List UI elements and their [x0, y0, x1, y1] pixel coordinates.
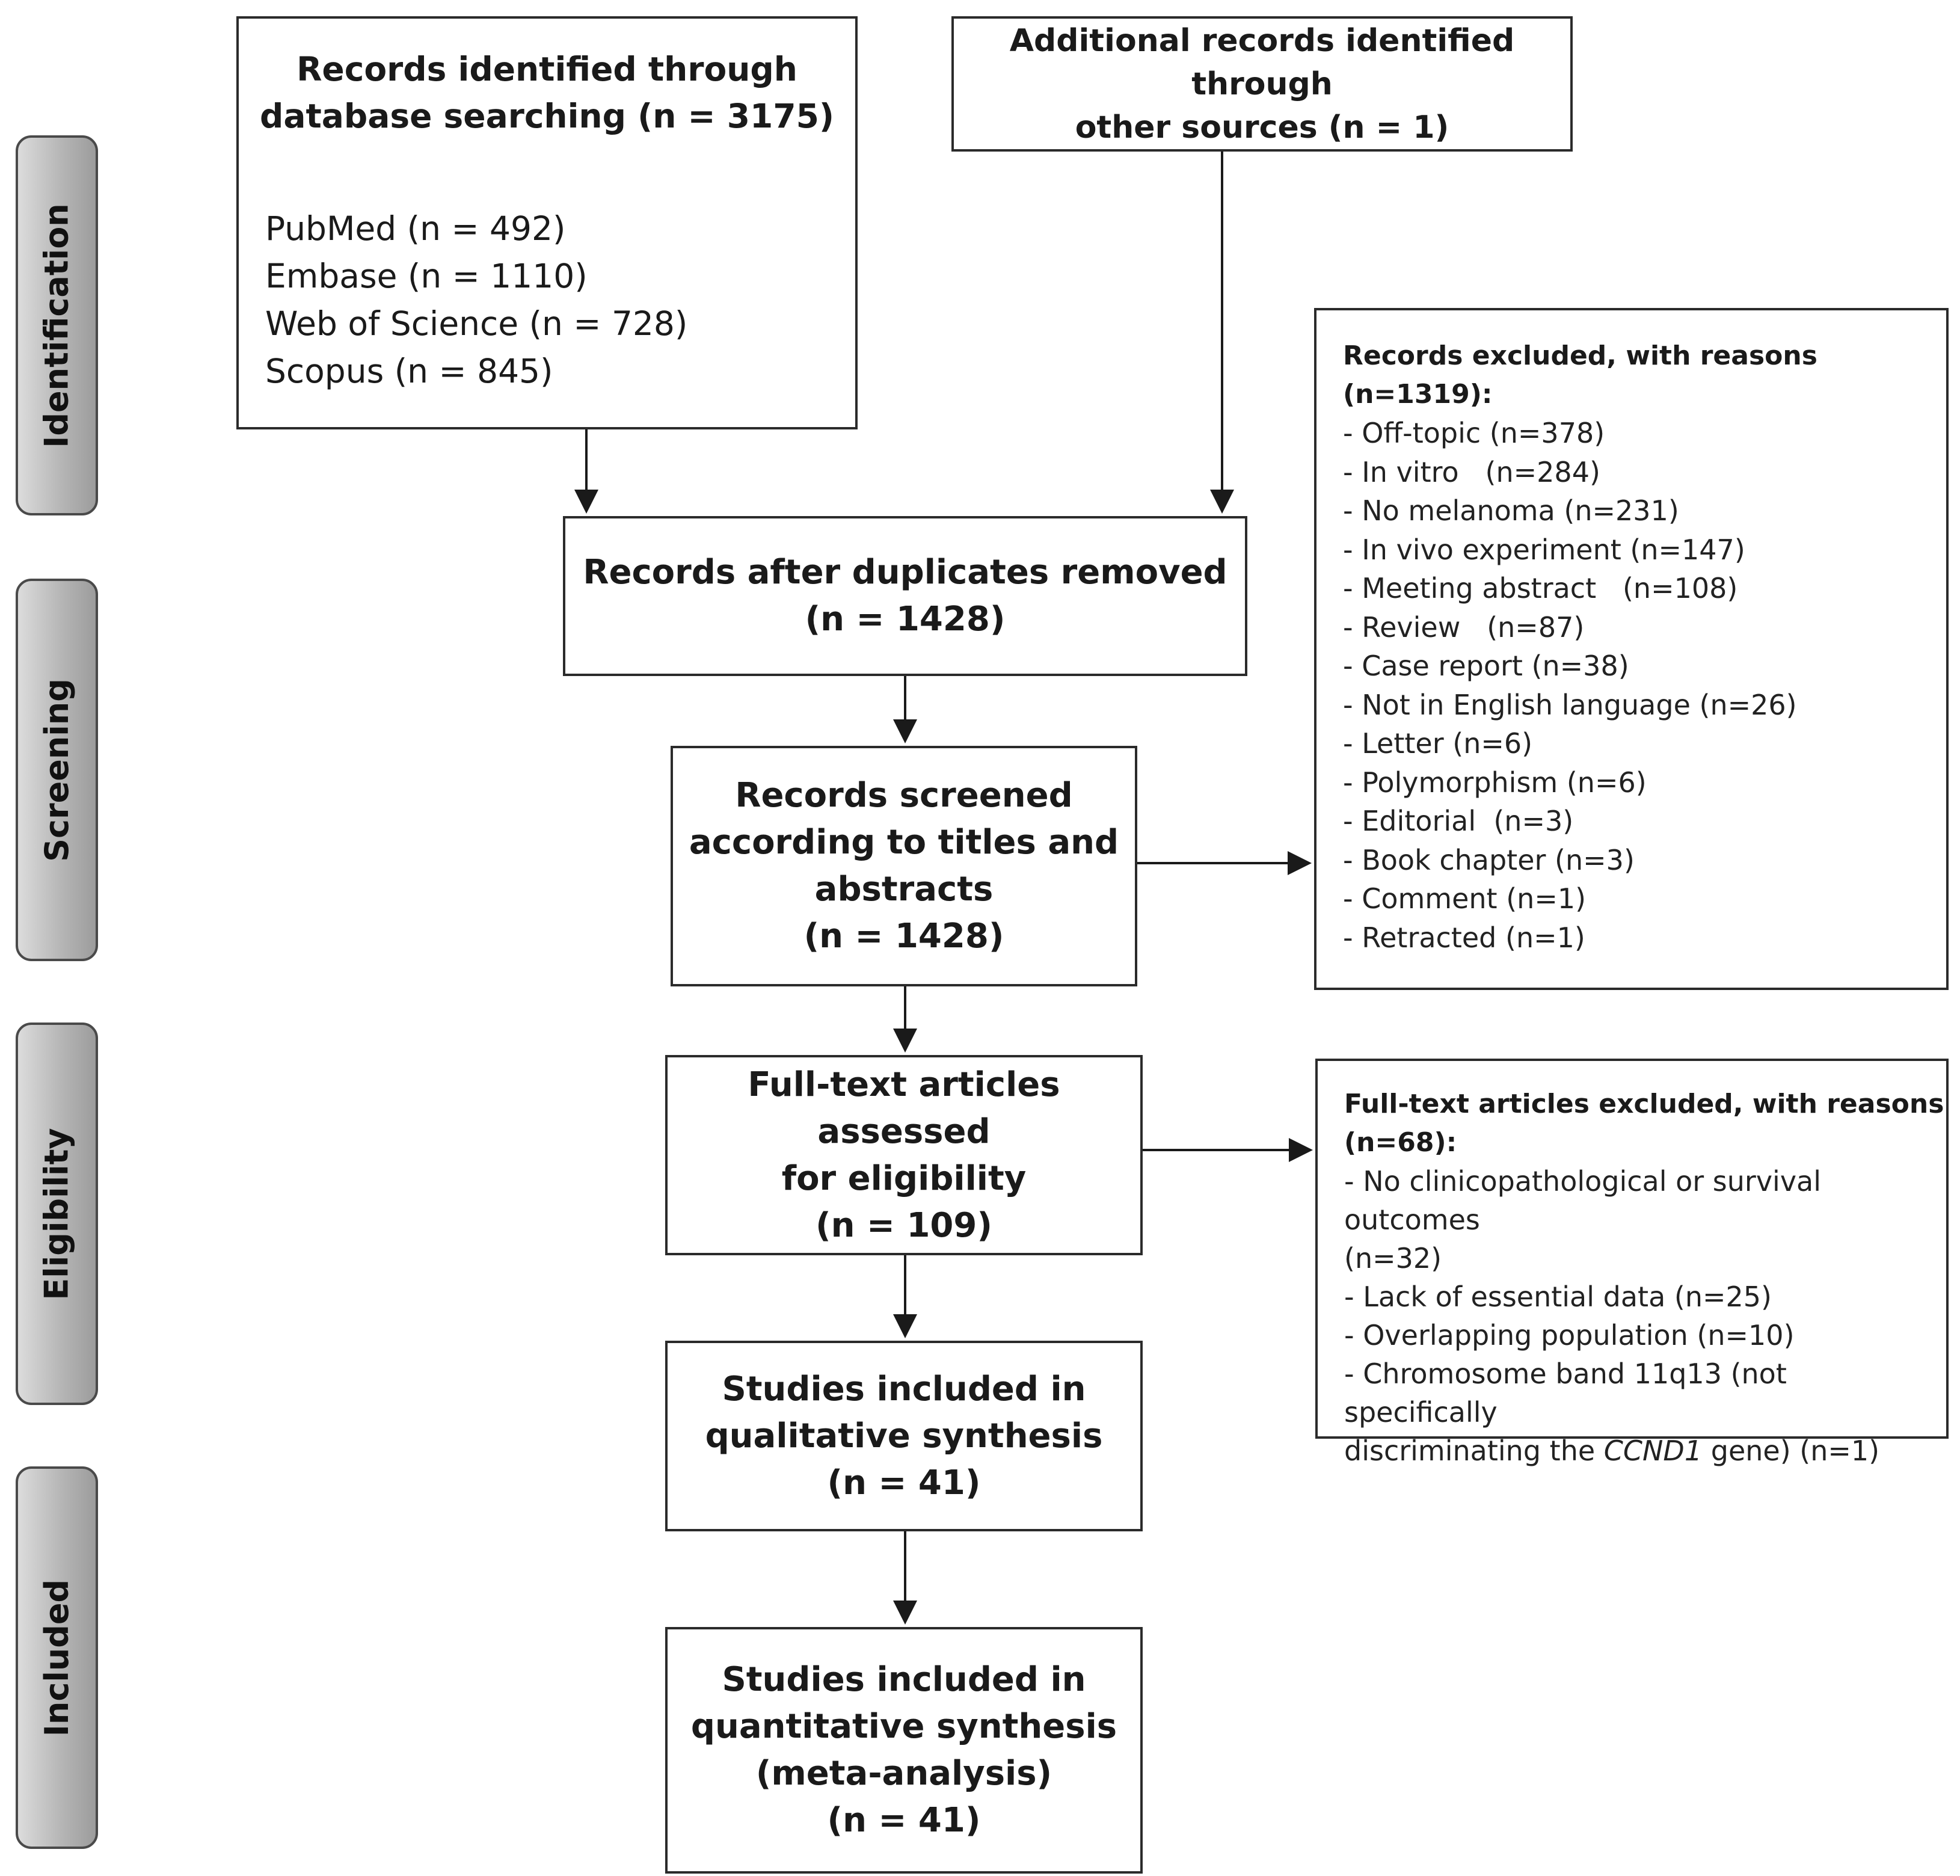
records-screened-line3: abstracts: [814, 870, 994, 909]
database-search-title-line2: database searching (n = 3175): [259, 97, 834, 135]
records-excluded-title: Records excluded, with reasons (n=1319):: [1343, 340, 1817, 410]
excluded-reason: - Case report (n=38): [1343, 650, 1629, 682]
fulltext-assessed-line2: for eligibility: [781, 1158, 1027, 1198]
fulltext-excluded-reason-last: discriminating the CCND1 gene) (n=1): [1344, 1432, 1946, 1470]
phase-screening: Screening: [16, 579, 98, 961]
gene-name: CCND1: [1603, 1435, 1703, 1467]
excluded-reason: - No melanoma (n=231): [1343, 494, 1679, 527]
quantitative-line4: (n = 41): [827, 1801, 981, 1840]
excluded-reason: - In vitro (n=284): [1343, 455, 1600, 488]
records-screened-box: Records screened according to titles and…: [671, 746, 1137, 986]
quantitative-line3: (meta-analysis): [755, 1754, 1052, 1793]
other-sources-box: Additional records identified through ot…: [951, 16, 1573, 152]
quantitative-line1: Studies included in: [722, 1660, 1086, 1699]
fulltext-excluded-title-line2: (n=68):: [1344, 1127, 1457, 1158]
excluded-reason: - Meeting abstract (n=108): [1343, 572, 1738, 604]
duplicates-removed-line1: Records after duplicates removed: [583, 553, 1227, 592]
fulltext-assessed-box: Full-text articles assessed for eligibil…: [665, 1055, 1143, 1255]
qualitative-line1: Studies included in: [722, 1369, 1086, 1409]
database-search-box: Records identified through database sear…: [236, 16, 858, 429]
excluded-reason: - Off-topic (n=378): [1343, 417, 1605, 449]
excluded-reason: - Editorial (n=3): [1343, 805, 1574, 837]
records-excluded-box: Records excluded, with reasons (n=1319):…: [1314, 308, 1949, 990]
fulltext-excluded-last-prefix: discriminating the: [1344, 1435, 1604, 1467]
fulltext-excluded-reason: - Overlapping population (n=10): [1344, 1319, 1795, 1352]
phase-identification: Identification: [16, 135, 98, 515]
phase-eligibility: Eligibility: [16, 1023, 98, 1405]
database-search-title-line1: Records identified through: [296, 50, 797, 88]
records-screened-line1: Records screened: [735, 776, 1073, 815]
excluded-reason: - Not in English language (n=26): [1343, 688, 1797, 721]
excluded-reason: - Retracted (n=1): [1343, 921, 1585, 954]
fulltext-excluded-reason: - Lack of essential data (n=25): [1344, 1281, 1772, 1313]
fulltext-excluded-reason: (n=32): [1344, 1242, 1442, 1275]
fulltext-assessed-line1: Full-text articles assessed: [748, 1065, 1060, 1151]
fulltext-excluded-reason: - Chromosome band 11q13 (not specificall…: [1344, 1358, 1787, 1429]
excluded-reason: - Comment (n=1): [1343, 882, 1587, 915]
other-sources-line1: Additional records identified through: [1009, 22, 1515, 102]
source-scopus: Scopus (n = 845): [265, 352, 553, 390]
quantitative-line2: quantitative synthesis: [690, 1707, 1117, 1746]
source-pubmed: PubMed (n = 492): [265, 209, 566, 248]
excluded-reason: - Book chapter (n=3): [1343, 843, 1635, 876]
qualitative-line3: (n = 41): [827, 1463, 981, 1502]
records-screened-line2: according to titles and: [689, 823, 1119, 862]
fulltext-assessed-line3: (n = 109): [816, 1205, 992, 1245]
excluded-reason: - Review (n=87): [1343, 610, 1585, 644]
fulltext-excluded-box: Full-text articles excluded, with reason…: [1315, 1059, 1949, 1467]
source-embase: Embase (n = 1110): [265, 257, 588, 295]
records-screened-line4: (n = 1428): [803, 917, 1004, 956]
source-web-of-science: Web of Science (n = 728): [265, 304, 688, 343]
qualitative-synthesis-box: Studies included in qualitative synthesi…: [665, 1341, 1143, 1531]
quantitative-synthesis-box: Studies included in quantitative synthes…: [665, 1627, 1143, 1874]
excluded-reason: - Polymorphism (n=6): [1343, 766, 1647, 799]
fulltext-excluded-reason: - No clinicopathological or survival out…: [1344, 1165, 1822, 1236]
excluded-reason: - In vivo experiment (n=147): [1343, 533, 1745, 566]
phase-included: Included: [16, 1466, 98, 1849]
other-sources-line2: other sources (n = 1): [1075, 109, 1449, 146]
qualitative-line2: qualitative synthesis: [705, 1416, 1103, 1456]
duplicates-removed-box: Records after duplicates removed (n = 14…: [563, 516, 1247, 676]
fulltext-excluded-last-suffix: gene) (n=1): [1702, 1435, 1880, 1467]
excluded-reason: - Letter (n=6): [1343, 727, 1533, 760]
fulltext-excluded-title-line1: Full-text articles excluded, with reason…: [1344, 1089, 1944, 1119]
duplicates-removed-line2: (n = 1428): [805, 600, 1006, 639]
